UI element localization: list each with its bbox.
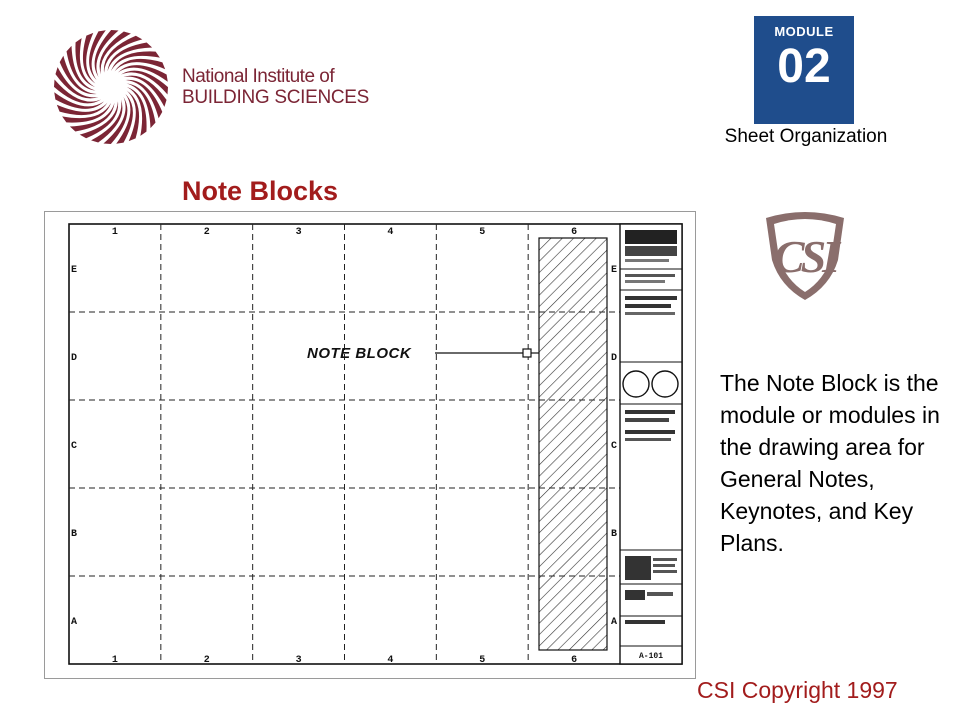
note-block-description: The Note Block is the module or modules … [720, 370, 940, 556]
sheet-number: A-101 [639, 652, 663, 661]
org-name-line1: National Institute of [182, 66, 335, 87]
grid-row-label-right: E [611, 265, 617, 276]
module-label: MODULE [774, 24, 834, 39]
grid-row-label-left: A [71, 617, 77, 628]
grid-column-label-bottom: 2 [204, 655, 210, 666]
module-badge: MODULE 02 [754, 16, 854, 124]
note-block-area [538, 237, 608, 651]
grid-row-label-right: B [611, 529, 617, 540]
callout-leader-end [522, 348, 532, 358]
grid-column-label-bottom: 4 [387, 655, 393, 666]
drawing-sheet-svg: A-101 1 2 3 4 5 6 1 2 3 4 5 6 E D C B A E D C B A NOTE BLO… [68, 223, 683, 666]
drawing-sheet: A-101 1 2 3 4 5 6 1 2 3 4 5 6 E D C B A E D C B A NOTE BLO… [44, 211, 696, 679]
grid-column-label-top: 3 [296, 227, 302, 238]
org-name-line2: BUILDING SCIENCES [182, 87, 370, 108]
grid-row-label-left: B [71, 529, 77, 540]
grid-row-label-left: D [71, 353, 77, 364]
note-block-callout: NOTE BLOCK [307, 345, 412, 362]
grid-row-label-left: C [71, 441, 77, 452]
nibs-swirl-icon [52, 28, 170, 146]
slide-title: Note Blocks [182, 176, 339, 206]
grid-column-label-top: 5 [479, 227, 485, 238]
grid-column-label-bottom: 3 [296, 655, 302, 666]
module-number: 02 [777, 40, 831, 93]
grid-column-label-top: 6 [571, 227, 577, 238]
grid-column-label-top: 4 [387, 227, 393, 238]
grid-column-label-bottom: 1 [112, 655, 118, 666]
module-subtitle: Sheet Organization [724, 126, 888, 147]
svg-text:CSI: CSI [774, 231, 842, 282]
grid-row-label-right: A [611, 617, 617, 628]
grid-row-label-left: E [71, 265, 77, 276]
copyright-notice: CSI Copyright 1997 [697, 677, 898, 703]
csi-shield-icon: CSI [760, 210, 850, 302]
grid-column-label-bottom: 6 [571, 655, 577, 666]
grid-column-label-top: 2 [204, 227, 210, 238]
grid-column-label-top: 1 [112, 227, 118, 238]
grid-row-label-right: C [611, 441, 617, 452]
grid-column-label-bottom: 5 [479, 655, 485, 666]
grid-row-label-right: D [611, 353, 617, 364]
title-block: A-101 [619, 223, 683, 665]
